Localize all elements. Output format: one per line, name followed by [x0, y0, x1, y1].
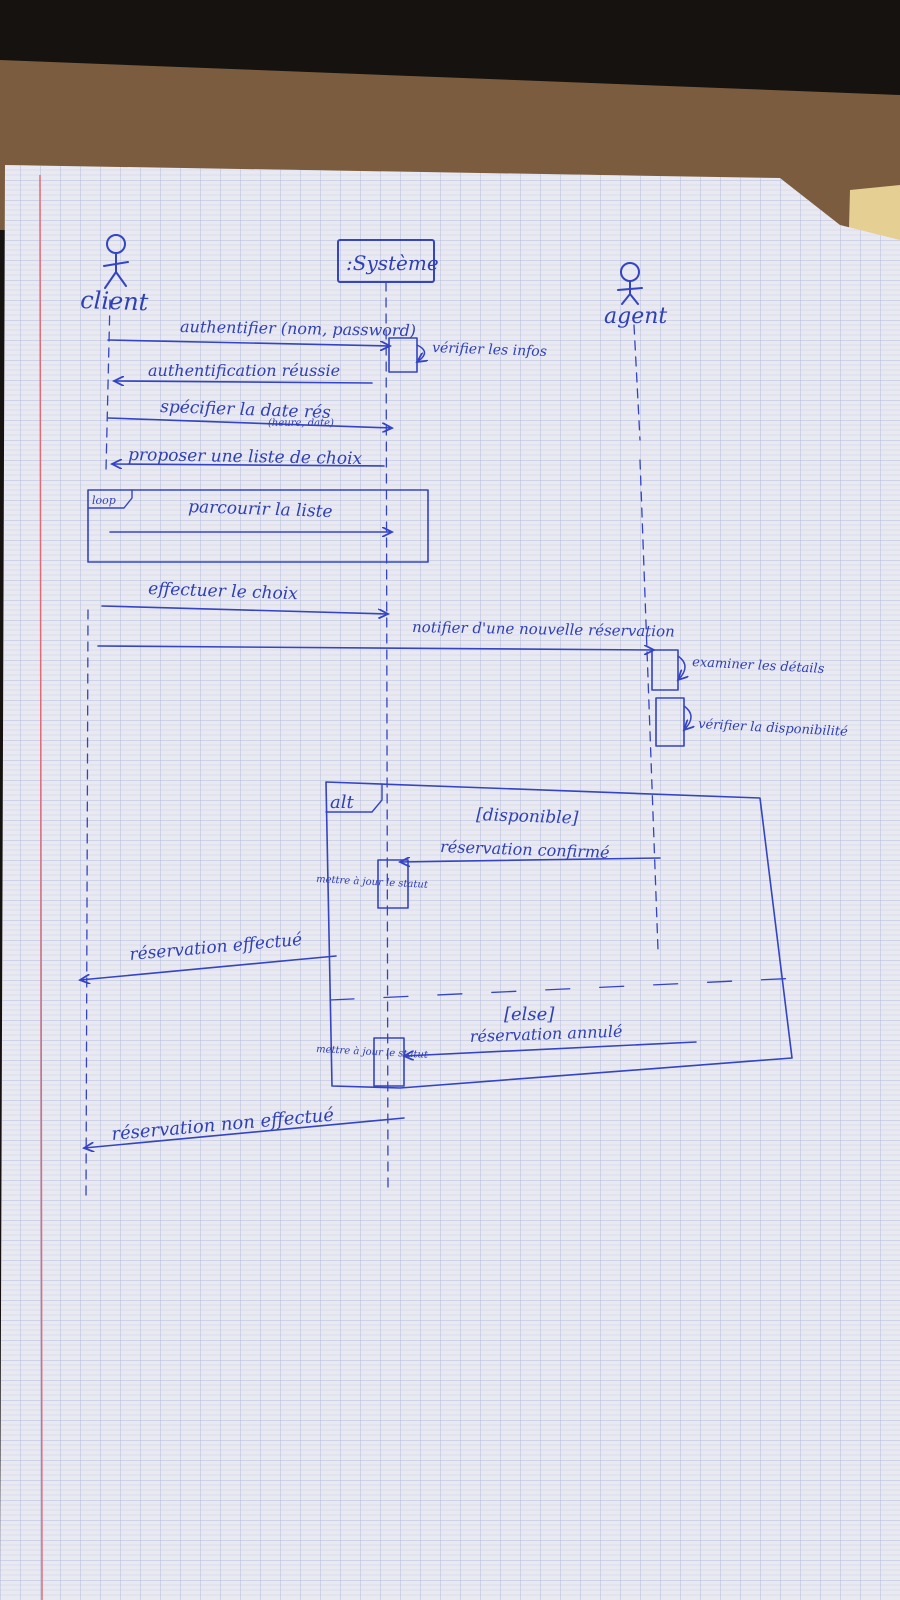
- svg-text:proposer une liste de choix: proposer une liste de choix: [128, 445, 363, 469]
- svg-text:(heure, date): (heure, date): [268, 418, 334, 429]
- activation-verify: vérifier les infos: [388, 337, 547, 373]
- alt-fragment: alt [disponible] [else]: [325, 781, 801, 1089]
- svg-text:loop: loop: [92, 494, 116, 507]
- actor-agent: agent: [604, 262, 667, 329]
- margin-line: [39, 174, 43, 1600]
- page-grid: [0, 165, 900, 1600]
- lifeline-client: [85, 299, 111, 1201]
- svg-text:vérifier les infos: vérifier les infos: [432, 340, 547, 360]
- loop-fragment: loop: [87, 489, 429, 563]
- message-authenticate: authentifier (nom, password): [107, 317, 416, 346]
- lifeline-agent: [633, 324, 659, 951]
- activation-examine-details: examiner les détails: [651, 649, 825, 691]
- actor-client: client: [80, 234, 149, 316]
- actor-system: :Système: [337, 239, 439, 283]
- actor-agent-label: agent: [604, 304, 667, 329]
- svg-text:[else]: [else]: [504, 1004, 555, 1025]
- svg-text:[disponible]: [disponible]: [476, 805, 579, 829]
- message-notify-new-reservation: notifier d'une nouvelle réservation: [97, 618, 675, 650]
- svg-text:authentification réussie: authentification réussie: [148, 361, 340, 380]
- svg-text:authentifier (nom, password): authentifier (nom, password): [180, 317, 416, 340]
- actor-system-label: :Système: [346, 251, 439, 275]
- svg-text:examiner les détails: examiner les détails: [692, 655, 825, 677]
- svg-text:notifier d'une nouvelle réserv: notifier d'une nouvelle réservation: [412, 618, 675, 641]
- message-propose-list: proposer une liste de choix: [112, 445, 385, 469]
- message-auth-success: authentification réussie: [114, 361, 373, 383]
- svg-text:alt: alt: [330, 792, 354, 813]
- actor-client-label: client: [80, 286, 149, 316]
